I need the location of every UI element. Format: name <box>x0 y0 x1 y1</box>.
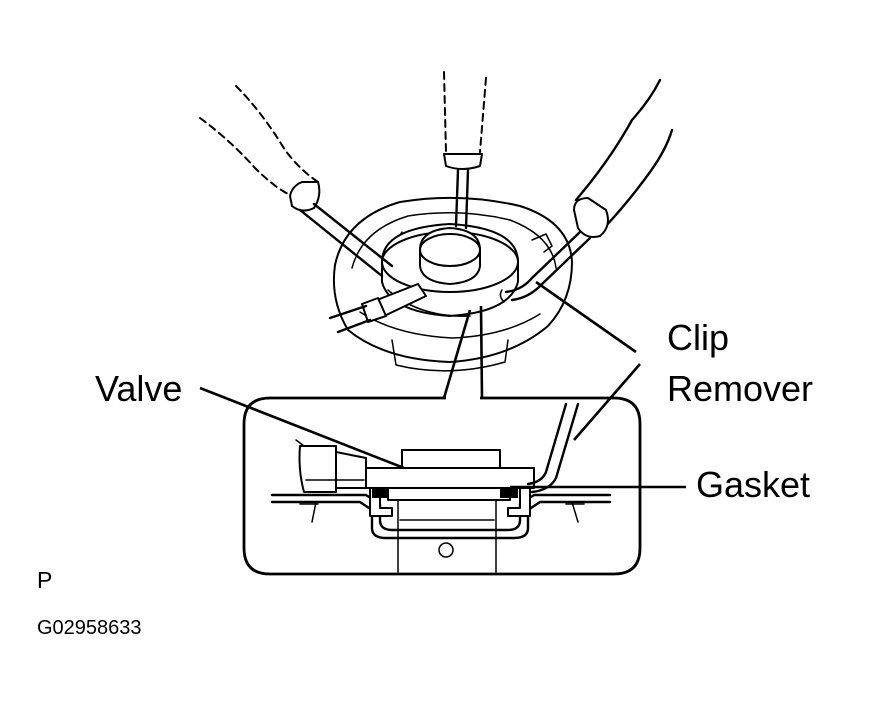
callout-pointer <box>442 305 484 399</box>
detail-inset <box>242 396 642 576</box>
valve-assembly-illustration <box>199 71 674 372</box>
clip-label: Clip <box>667 317 729 358</box>
leader-lines <box>199 280 686 489</box>
remover-label: Remover <box>667 368 813 409</box>
screwdriver-center <box>443 71 487 230</box>
valve-leader <box>199 386 405 470</box>
valve-label: Valve <box>95 368 182 409</box>
clip-remover-leader-lower <box>573 363 641 441</box>
fitting-section <box>295 439 367 493</box>
screwdriver-left <box>199 85 394 278</box>
gasket-section <box>372 488 518 498</box>
hose-fitting <box>328 283 427 334</box>
figure-id-label: G02958633 <box>37 617 142 639</box>
tank-plate-section <box>270 493 612 540</box>
gasket-label: Gasket <box>696 464 810 505</box>
clip-remover-leader-upper <box>535 280 637 354</box>
view-code-label: P <box>37 567 52 593</box>
